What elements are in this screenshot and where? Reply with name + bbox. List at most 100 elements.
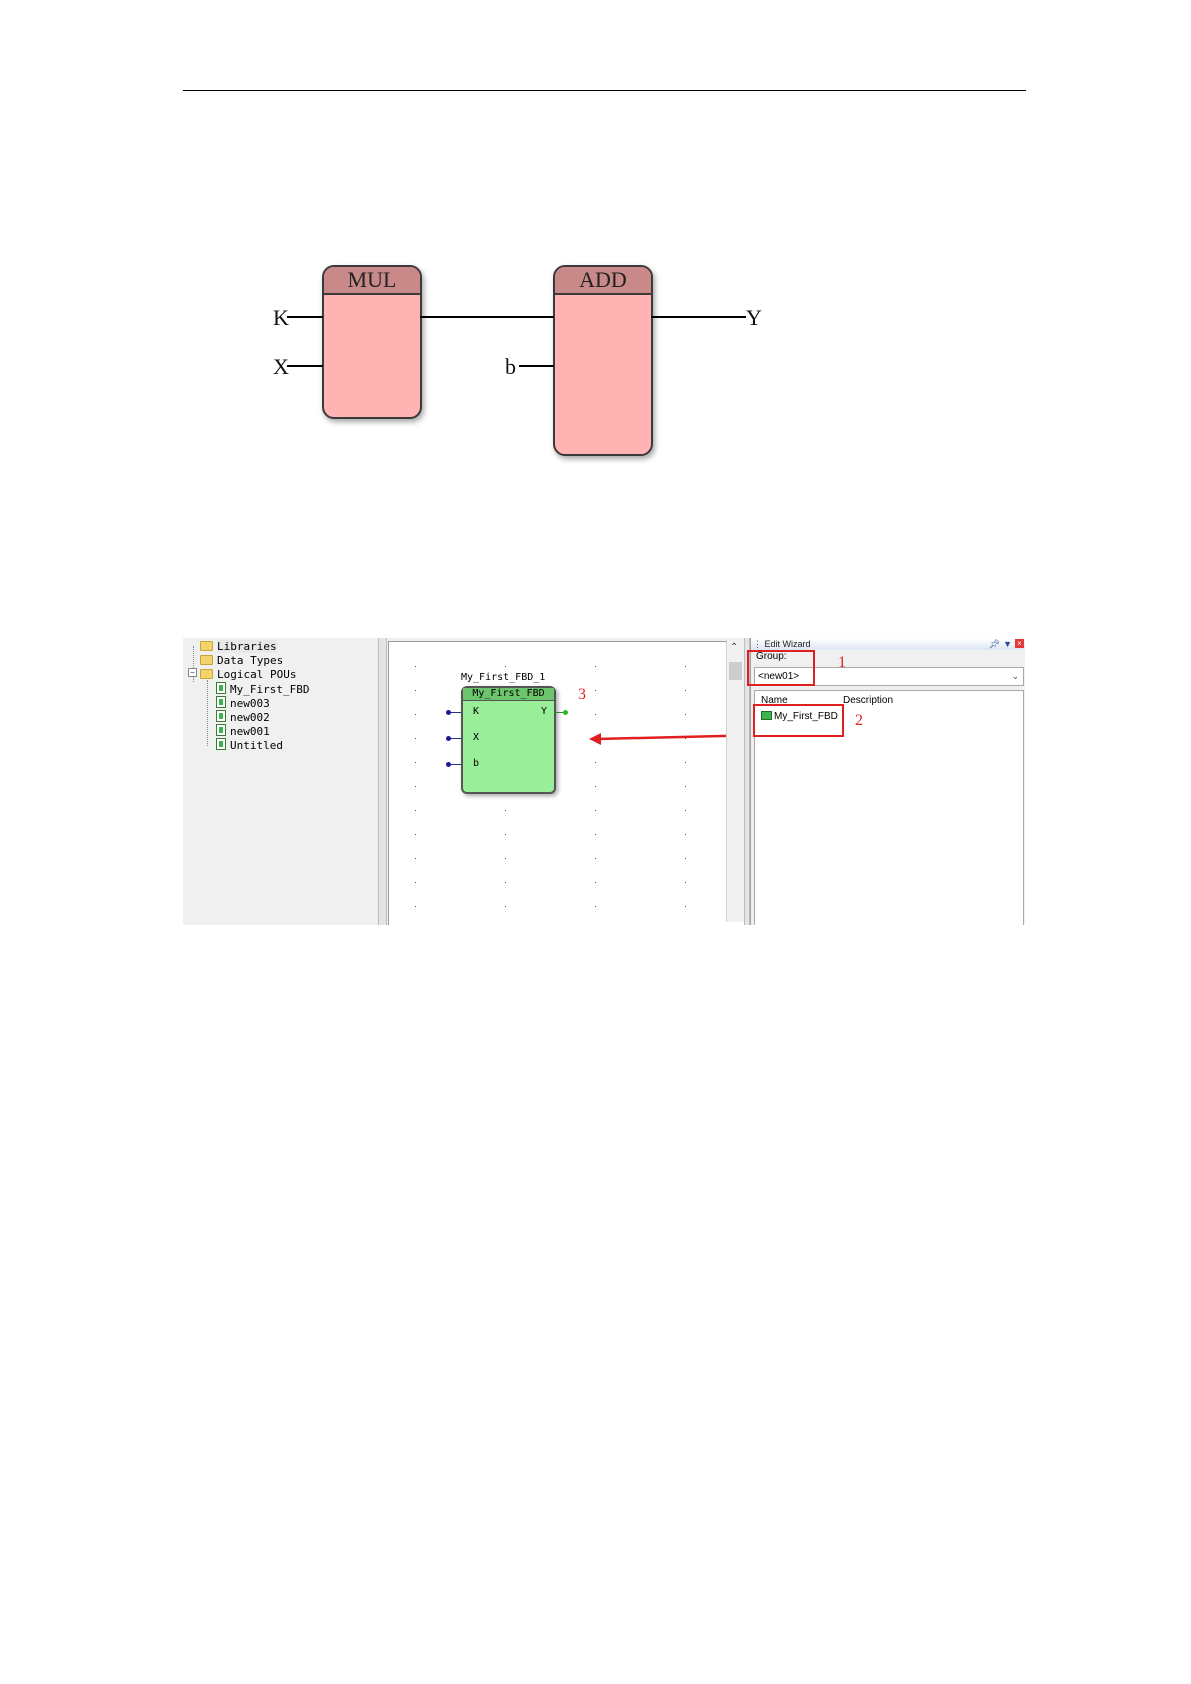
folder-icon	[200, 669, 213, 679]
folder-icon	[200, 655, 213, 665]
tree-item-libraries[interactable]: Libraries	[200, 640, 277, 654]
pin-k-label: K	[473, 706, 479, 717]
tree-item-pou[interactable]: Untitled	[216, 738, 283, 752]
tree-item-pou[interactable]: new001	[216, 724, 270, 738]
wizard-titlebar: ⋮ Edit Wizard 📌︎ ▼ ×	[751, 638, 1025, 650]
grid-dot	[595, 906, 596, 907]
output-y-label: Y	[746, 307, 762, 329]
wire-k	[287, 316, 323, 318]
close-icon[interactable]: ×	[1015, 639, 1024, 648]
grid-dot	[685, 762, 686, 763]
tree-item-label: Untitled	[230, 739, 283, 752]
highlight-group	[747, 650, 815, 686]
ide-screenshot: − Libraries Data Types Logical POUs My_F…	[183, 638, 1025, 925]
pin-icon[interactable]: 📌︎	[989, 638, 1000, 650]
instance-label: My_First_FBD_1	[461, 672, 545, 683]
grid-dot	[415, 666, 416, 667]
tree-item-logical-pous[interactable]: Logical POUs	[200, 668, 296, 682]
input-x-label: X	[273, 356, 289, 378]
column-header-description[interactable]: Description	[843, 695, 893, 706]
pin-y-label: Y	[541, 706, 547, 717]
grid-dot	[595, 810, 596, 811]
highlight-list-item	[753, 704, 844, 737]
grid-dot	[595, 858, 596, 859]
tree-item-data-types[interactable]: Data Types	[200, 654, 283, 668]
grid-dot	[595, 690, 596, 691]
fbd-diagram: MUL ADD K X b Y	[0, 0, 1191, 480]
tree-item-label: Logical POUs	[217, 668, 296, 681]
pou-icon	[216, 738, 226, 750]
grid-dot	[415, 714, 416, 715]
grid-dot	[415, 906, 416, 907]
grid-dot	[685, 858, 686, 859]
grid-dot	[595, 882, 596, 883]
grid-dot	[415, 738, 416, 739]
grid-dot	[685, 834, 686, 835]
collapse-icon[interactable]: −	[188, 668, 197, 677]
grid-dot	[595, 786, 596, 787]
pou-icon	[216, 682, 226, 694]
grid-dot	[595, 834, 596, 835]
grid-dot	[685, 690, 686, 691]
tree-item-label: Libraries	[217, 640, 277, 653]
pin-b-dot[interactable]	[446, 762, 451, 767]
grid-dot	[685, 786, 686, 787]
grid-dot	[415, 834, 416, 835]
project-tree: − Libraries Data Types Logical POUs My_F…	[183, 638, 379, 925]
grid-dot	[415, 786, 416, 787]
wire-mul-add	[420, 316, 554, 318]
pou-icon	[216, 710, 226, 722]
grid-dot	[685, 810, 686, 811]
pou-icon	[216, 696, 226, 708]
tree-lines-pous	[207, 680, 209, 746]
grid-dot	[415, 858, 416, 859]
tree-item-label: Data Types	[217, 654, 283, 667]
grid-dot	[505, 834, 506, 835]
tree-item-pou[interactable]: new002	[216, 710, 270, 724]
grid-dot	[505, 666, 506, 667]
grid-dot	[415, 810, 416, 811]
add-block-title: ADD	[555, 267, 651, 295]
tree-item-label: new003	[230, 697, 270, 710]
grid-dot	[595, 762, 596, 763]
edit-wizard-panel: ⋮ Edit Wizard 📌︎ ▼ × Group: <new01> ⌄ Na…	[750, 638, 1025, 925]
wizard-title: Edit Wizard	[765, 639, 811, 649]
canvas-scrollbar[interactable]: ⌃	[726, 640, 744, 922]
scrollbar-thumb[interactable]	[729, 662, 742, 680]
wire-y	[651, 316, 746, 318]
tree-item-pou[interactable]: My_First_FBD	[216, 682, 309, 696]
splitter[interactable]	[378, 638, 387, 925]
input-k-label: K	[273, 307, 289, 329]
tree-item-label: new002	[230, 711, 270, 724]
grid-dot	[595, 666, 596, 667]
annotation-3: 3	[578, 686, 586, 704]
pou-icon	[216, 724, 226, 736]
grid-dot	[685, 906, 686, 907]
pin-b-label: b	[473, 758, 479, 769]
dropdown-icon[interactable]: ▼	[1003, 638, 1012, 650]
function-block-title: My_First_FBD	[463, 688, 554, 701]
grid-dot	[415, 690, 416, 691]
chevron-down-icon[interactable]: ⌄	[1011, 668, 1019, 685]
mul-block: MUL	[322, 265, 422, 419]
annotation-1: 1	[838, 654, 846, 672]
grid-dot	[505, 882, 506, 883]
function-block-instance[interactable]: My_First_FBD K X b Y	[461, 686, 556, 794]
wire-b	[519, 365, 554, 367]
annotation-2: 2	[855, 712, 863, 730]
grid-dot	[685, 666, 686, 667]
grid-dot	[505, 810, 506, 811]
mul-block-title: MUL	[324, 267, 420, 295]
tree-item-label: new001	[230, 725, 270, 738]
scroll-up-icon[interactable]: ⌃	[730, 643, 738, 653]
grip-icon: ⋮	[753, 639, 762, 649]
grid-dot	[685, 882, 686, 883]
grid-dot	[415, 882, 416, 883]
pin-k-dot[interactable]	[446, 710, 451, 715]
tree-item-label: My_First_FBD	[230, 683, 309, 696]
tree-item-pou[interactable]: new003	[216, 696, 270, 710]
pin-y-dot[interactable]	[563, 710, 568, 715]
grid-dot	[505, 858, 506, 859]
grid-dot	[505, 906, 506, 907]
pin-x-dot[interactable]	[446, 736, 451, 741]
